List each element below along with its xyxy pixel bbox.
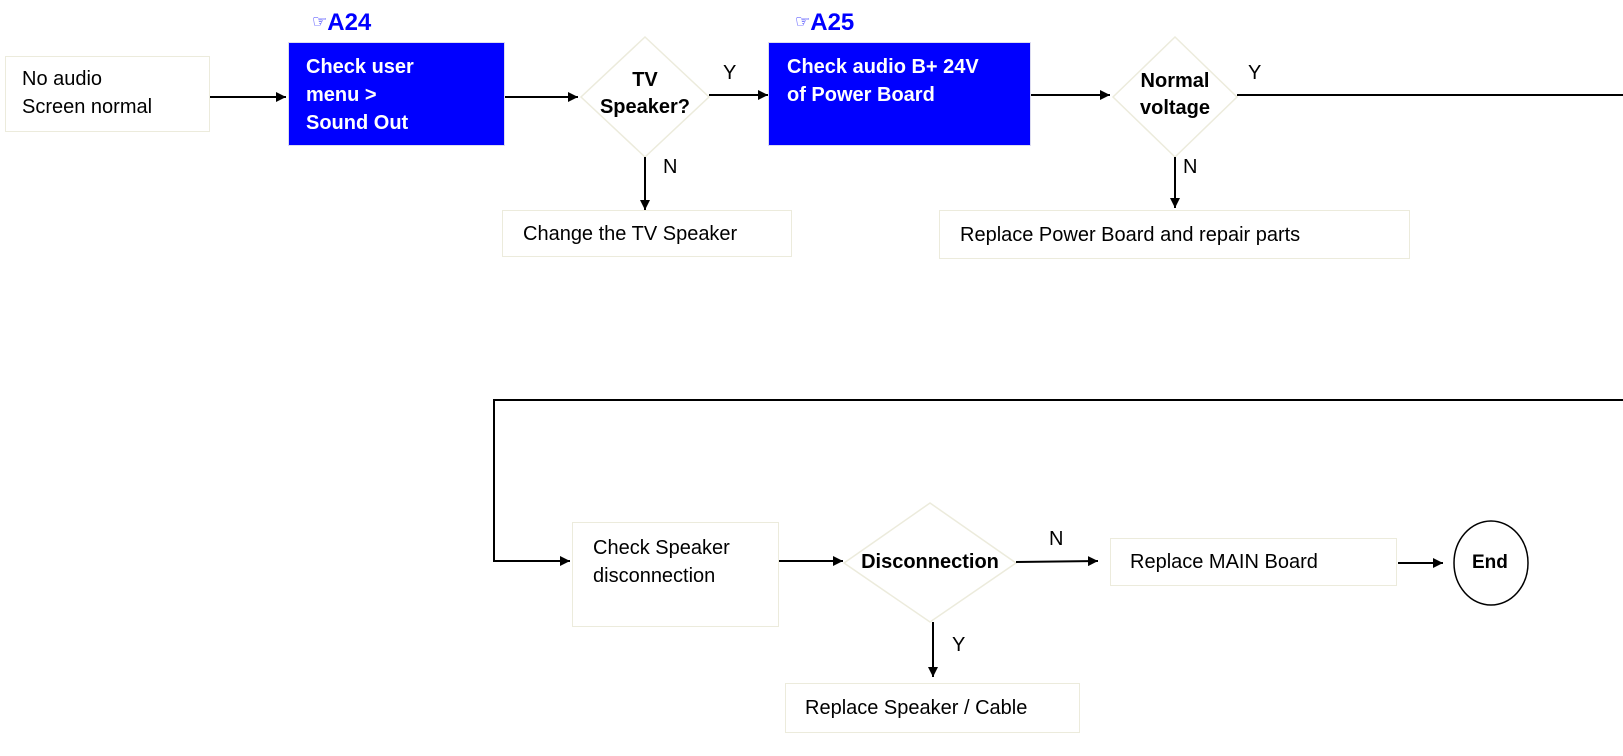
start-box: No audio Screen normal bbox=[5, 56, 210, 132]
normal-voltage-decision-label: Normal voltage bbox=[1139, 70, 1211, 119]
normal-voltage-yes-label: Y bbox=[1248, 62, 1262, 84]
change-tv-speaker-text: Change the TV Speaker bbox=[523, 223, 738, 245]
change-tv-speaker-box: Change the TV Speaker bbox=[502, 210, 792, 257]
tv-speaker-no-label: N bbox=[663, 156, 678, 178]
replace-speaker-cable-text: Replace Speaker / Cable bbox=[805, 697, 1028, 719]
check-speaker-disconnection-text: Check Speaker disconnection bbox=[593, 537, 730, 587]
disconnection-decision-label: Disconnection bbox=[861, 551, 999, 573]
disconnection-no-label: N bbox=[1049, 528, 1064, 550]
check-audio-text: Check audio B+ 24V of Power Board bbox=[787, 56, 979, 106]
check-user-menu-text: Check user menu > Sound Out bbox=[306, 56, 414, 134]
disconnection-diamond bbox=[842, 502, 1018, 623]
arrow-disconnection-no bbox=[1015, 556, 1099, 567]
reference-a25-label: A25 bbox=[810, 9, 855, 36]
start-box-text: No audio Screen normal bbox=[22, 68, 153, 118]
end-terminator bbox=[1453, 520, 1529, 606]
check-speaker-disconnection-box: Check Speaker disconnection bbox=[572, 522, 779, 627]
replace-speaker-cable-box: Replace Speaker / Cable bbox=[785, 683, 1080, 733]
tv-speaker-decision-label: TV Speaker? bbox=[599, 69, 691, 118]
loop-line-to-check-speaker bbox=[493, 399, 1623, 566]
reference-a24-label: A24 bbox=[327, 9, 372, 36]
check-audio-box: Check audio B+ 24V of Power Board bbox=[768, 42, 1031, 146]
tv-speaker-yes-label: Y bbox=[723, 62, 737, 84]
pointing-hand-icon: ☞ bbox=[795, 12, 811, 32]
normal-voltage-no-label: N bbox=[1183, 156, 1198, 178]
replace-main-board-box: Replace MAIN Board bbox=[1110, 538, 1397, 586]
check-user-menu-box: Check user menu > Sound Out bbox=[288, 42, 505, 146]
replace-power-board-box: Replace Power Board and repair parts bbox=[939, 210, 1410, 259]
pointing-hand-icon: ☞ bbox=[312, 12, 328, 32]
reference-a25: ☞A25 bbox=[795, 9, 854, 37]
replace-main-board-text: Replace MAIN Board bbox=[1130, 551, 1318, 573]
disconnection-yes-label: Y bbox=[952, 634, 966, 656]
end-label: End bbox=[1472, 552, 1508, 573]
reference-a24: ☞A24 bbox=[312, 9, 371, 37]
replace-power-board-text: Replace Power Board and repair parts bbox=[960, 224, 1301, 246]
